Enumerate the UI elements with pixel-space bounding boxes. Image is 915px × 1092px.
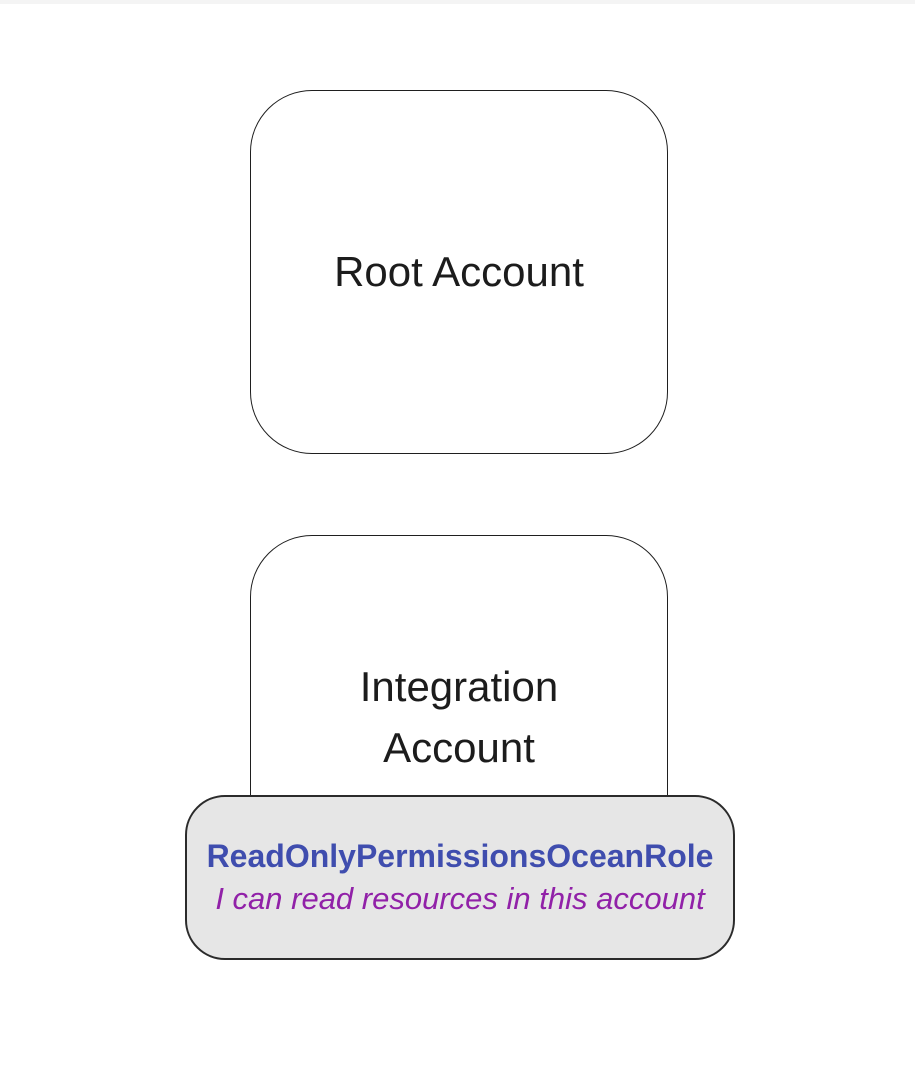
role-description: I can read resources in this account: [215, 880, 705, 916]
integration-account-label: Integration Account: [360, 657, 558, 779]
role-badge: ReadOnlyPermissionsOceanRole I can read …: [185, 795, 735, 960]
root-account-node: Root Account: [250, 90, 668, 454]
top-edge-strip: [0, 0, 915, 4]
role-name: ReadOnlyPermissionsOceanRole: [206, 838, 714, 875]
integration-account-label-line2: Account: [383, 723, 535, 771]
integration-account-label-line1: Integration: [359, 662, 559, 710]
root-account-label: Root Account: [334, 247, 584, 295]
